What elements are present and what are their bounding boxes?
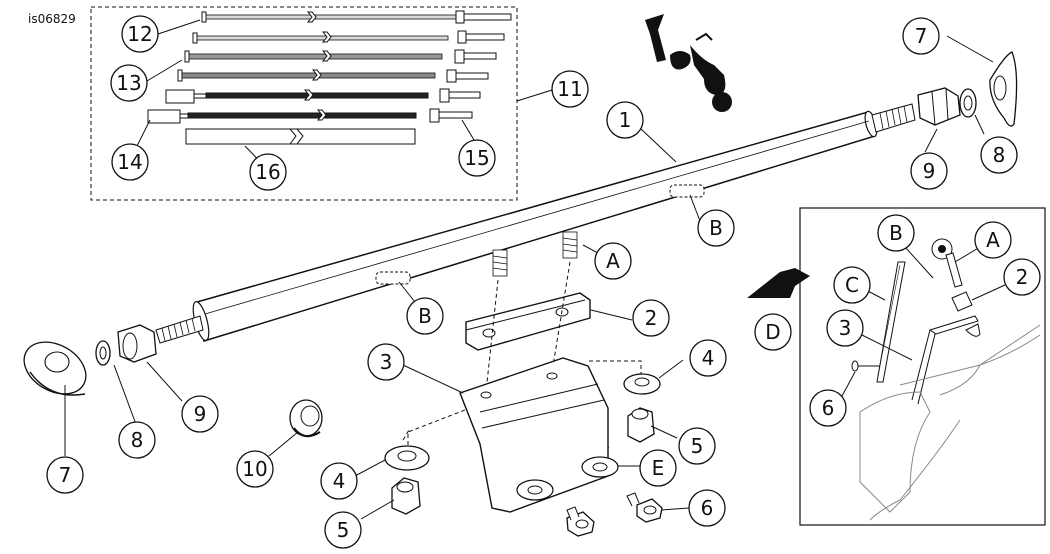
callout-7-right: 7 xyxy=(902,17,940,55)
svg-text:5: 5 xyxy=(337,518,350,542)
svg-text:15: 15 xyxy=(464,146,489,170)
callout-9-right: 9 xyxy=(910,152,948,190)
callout-b-detail: B xyxy=(877,214,915,252)
svg-text:13: 13 xyxy=(116,71,141,95)
front-direction-motorcycle-icon xyxy=(645,14,732,112)
svg-text:11: 11 xyxy=(557,77,582,101)
svg-text:4: 4 xyxy=(333,469,346,493)
callout-a-detail: A xyxy=(974,221,1012,259)
svg-text:C: C xyxy=(845,273,859,297)
callout-13: 13 xyxy=(110,64,148,102)
svg-text:4: 4 xyxy=(702,346,715,370)
callout-16: 16 xyxy=(249,153,287,191)
washer-part-8-right xyxy=(959,88,977,118)
washer-part-4-left xyxy=(384,445,430,471)
callout-5-right: 5 xyxy=(678,427,716,465)
svg-text:2: 2 xyxy=(645,306,658,330)
svg-text:6: 6 xyxy=(822,396,835,420)
callout-4-right: 4 xyxy=(689,339,727,377)
callout-8-left: 8 xyxy=(118,421,156,459)
svg-text:E: E xyxy=(652,456,665,480)
rod-part-12-a xyxy=(201,10,512,24)
svg-text:7: 7 xyxy=(915,24,928,48)
svg-text:7: 7 xyxy=(59,463,72,487)
figure-id: is06829 xyxy=(28,12,76,26)
callout-15: 15 xyxy=(458,139,496,177)
nut-part-5-left xyxy=(391,477,421,515)
svg-text:9: 9 xyxy=(923,159,936,183)
svg-text:8: 8 xyxy=(993,143,1006,167)
grommet-part-10 xyxy=(289,399,323,438)
svg-text:8: 8 xyxy=(131,428,144,452)
plate-part-2 xyxy=(465,292,591,351)
callout-12: 12 xyxy=(121,15,159,53)
rod-part-13-a xyxy=(184,49,497,64)
callout-7-left: 7 xyxy=(46,456,84,494)
svg-text:5: 5 xyxy=(691,434,704,458)
washer-e xyxy=(516,456,619,501)
svg-text:B: B xyxy=(709,216,723,240)
svg-text:12: 12 xyxy=(127,22,152,46)
callout-8-right: 8 xyxy=(980,136,1018,174)
screw-part-6 xyxy=(566,492,663,537)
washer-part-8-left xyxy=(95,340,111,366)
svg-text:B: B xyxy=(889,221,903,245)
callout-6: 6 xyxy=(688,489,726,527)
svg-text:6: 6 xyxy=(701,496,714,520)
callout-2-detail: 2 xyxy=(1003,258,1041,296)
svg-text:3: 3 xyxy=(839,316,852,340)
callout-10: 10 xyxy=(236,450,274,488)
nut-part-9-right xyxy=(917,87,961,126)
svg-text:A: A xyxy=(606,249,620,273)
rod-break-marks xyxy=(303,11,332,121)
callout-6-detail: 6 xyxy=(809,389,847,427)
svg-text:16: 16 xyxy=(255,160,280,184)
washer-part-4-right xyxy=(623,373,661,395)
svg-text:10: 10 xyxy=(242,457,267,481)
callout-c-detail: C xyxy=(833,266,871,304)
svg-text:B: B xyxy=(418,304,432,328)
strip-part-16 xyxy=(185,128,416,145)
rod-part-14-a xyxy=(165,88,481,104)
svg-text:2: 2 xyxy=(1016,265,1029,289)
rod-part-14-b xyxy=(147,108,473,124)
svg-text:A: A xyxy=(986,228,1000,252)
svg-text:9: 9 xyxy=(194,402,207,426)
callout-9-left: 9 xyxy=(181,395,219,433)
kit-contents-box xyxy=(90,6,518,201)
rod-part-12-b xyxy=(192,30,505,44)
cap-part-7-left xyxy=(23,341,87,396)
nut-part-5-right xyxy=(627,407,655,443)
svg-text:D: D xyxy=(765,320,780,344)
callout-5-left: 5 xyxy=(324,511,362,549)
callout-4-left: 4 xyxy=(320,462,358,500)
detail-view-art xyxy=(747,238,1041,521)
callout-d: D xyxy=(754,313,792,351)
rod-part-13-b xyxy=(177,69,489,83)
callout-b-bar-left: B xyxy=(406,297,444,335)
nut-part-9-left xyxy=(117,324,157,363)
svg-text:14: 14 xyxy=(117,150,142,174)
callout-a-bar: A xyxy=(594,242,632,280)
callout-11: 11 xyxy=(551,70,589,108)
svg-text:1: 1 xyxy=(619,108,632,132)
callout-3-detail: 3 xyxy=(826,309,864,347)
callout-e: E xyxy=(639,449,677,487)
callout-1: 1 xyxy=(606,101,644,139)
callout-3: 3 xyxy=(367,343,405,381)
main-bar-part-1 xyxy=(155,103,916,344)
callout-14: 14 xyxy=(111,143,149,181)
callout-2: 2 xyxy=(632,299,670,337)
callout-b-bar-right: B xyxy=(697,209,735,247)
svg-text:3: 3 xyxy=(380,350,393,374)
cap-part-7-right xyxy=(989,51,1018,127)
